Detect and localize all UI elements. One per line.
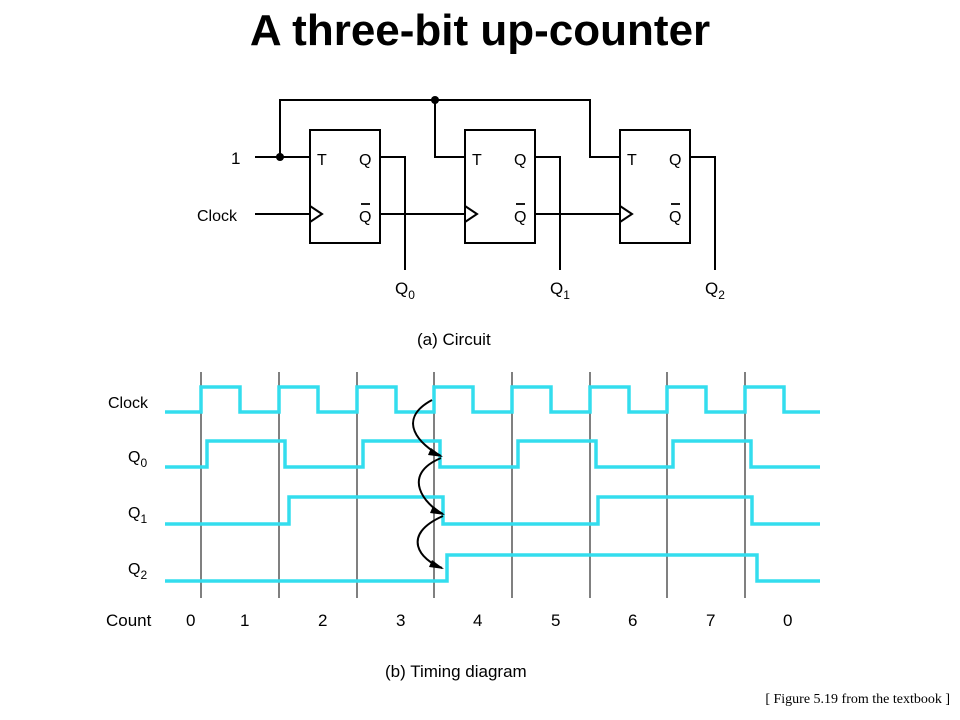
- clock-triangle-2: [619, 205, 634, 223]
- clock-triangle-1: [464, 205, 479, 223]
- ff0-q-label: Q: [359, 152, 371, 169]
- ff0-qbar-label: Q: [359, 209, 371, 226]
- causality-arrows: [412, 399, 444, 569]
- count-value: 4: [473, 611, 482, 630]
- flipflop-2: [619, 129, 691, 244]
- q1-waveform: [165, 495, 820, 526]
- clock-input-label: Clock: [197, 208, 238, 225]
- q2-waveform: [165, 553, 820, 583]
- count-label: Count: [106, 611, 152, 630]
- arrowhead-q2: [429, 560, 444, 569]
- q1-output-wire: [535, 156, 561, 270]
- ff1-q-label: Q: [514, 152, 526, 169]
- ff2-t-label: T: [627, 152, 637, 169]
- signal-label-q1: Q1: [128, 505, 147, 526]
- clock-waveform: [165, 385, 820, 414]
- count-value: 0: [186, 611, 195, 630]
- q2-output-wire: [690, 156, 716, 270]
- ff2-qbar-label: Q: [669, 209, 681, 226]
- arrowhead-q1: [430, 506, 445, 515]
- causality-arrow-q1-to-q2: [416, 515, 444, 569]
- q0-to-t1-wire: [434, 100, 465, 158]
- signal-label-q2: Q2: [128, 561, 147, 582]
- signal-label-clock: Clock: [108, 395, 149, 412]
- figure-reference-note: [ Figure 5.19 from the textbook ]: [765, 692, 950, 707]
- q0-waveform: [165, 439, 820, 469]
- count-value: 0: [783, 611, 792, 630]
- timing-waveforms: [165, 385, 820, 583]
- timing-caption: (b) Timing diagram: [385, 662, 527, 681]
- output-q2-label: Q2: [705, 279, 725, 302]
- ff1-t-label: T: [472, 152, 482, 169]
- output-q0-label: Q0: [395, 279, 415, 302]
- count-value: 1: [240, 611, 249, 630]
- ff0-t-label: T: [317, 152, 327, 169]
- input-one-label: 1: [231, 149, 240, 168]
- ff1-qbar-label: Q: [514, 209, 526, 226]
- flipflop-1: [464, 129, 536, 244]
- count-value: 7: [706, 611, 715, 630]
- output-q1-label: Q1: [550, 279, 570, 302]
- count-value: 6: [628, 611, 637, 630]
- clock-triangle-0: [309, 205, 324, 223]
- feedback-wire-ff2: [279, 99, 620, 158]
- count-values: 0 1 2 3 4 5 6 7 0: [186, 611, 792, 630]
- count-value: 2: [318, 611, 327, 630]
- junction-dot-top: [431, 96, 439, 104]
- junction-dot-input: [276, 153, 284, 161]
- count-value: 5: [551, 611, 560, 630]
- q0-output-wire: [380, 156, 406, 270]
- signal-label-q0: Q0: [128, 449, 147, 470]
- flipflop-0: [309, 129, 381, 244]
- page-title: A three-bit up-counter: [249, 6, 711, 55]
- causality-arrow-clock-to-q0: [412, 399, 442, 457]
- circuit-caption: (a) Circuit: [417, 330, 491, 349]
- arrowhead-q0: [428, 448, 443, 457]
- ff2-q-label: Q: [669, 152, 681, 169]
- count-value: 3: [396, 611, 405, 630]
- circuit-diagram: [255, 99, 716, 270]
